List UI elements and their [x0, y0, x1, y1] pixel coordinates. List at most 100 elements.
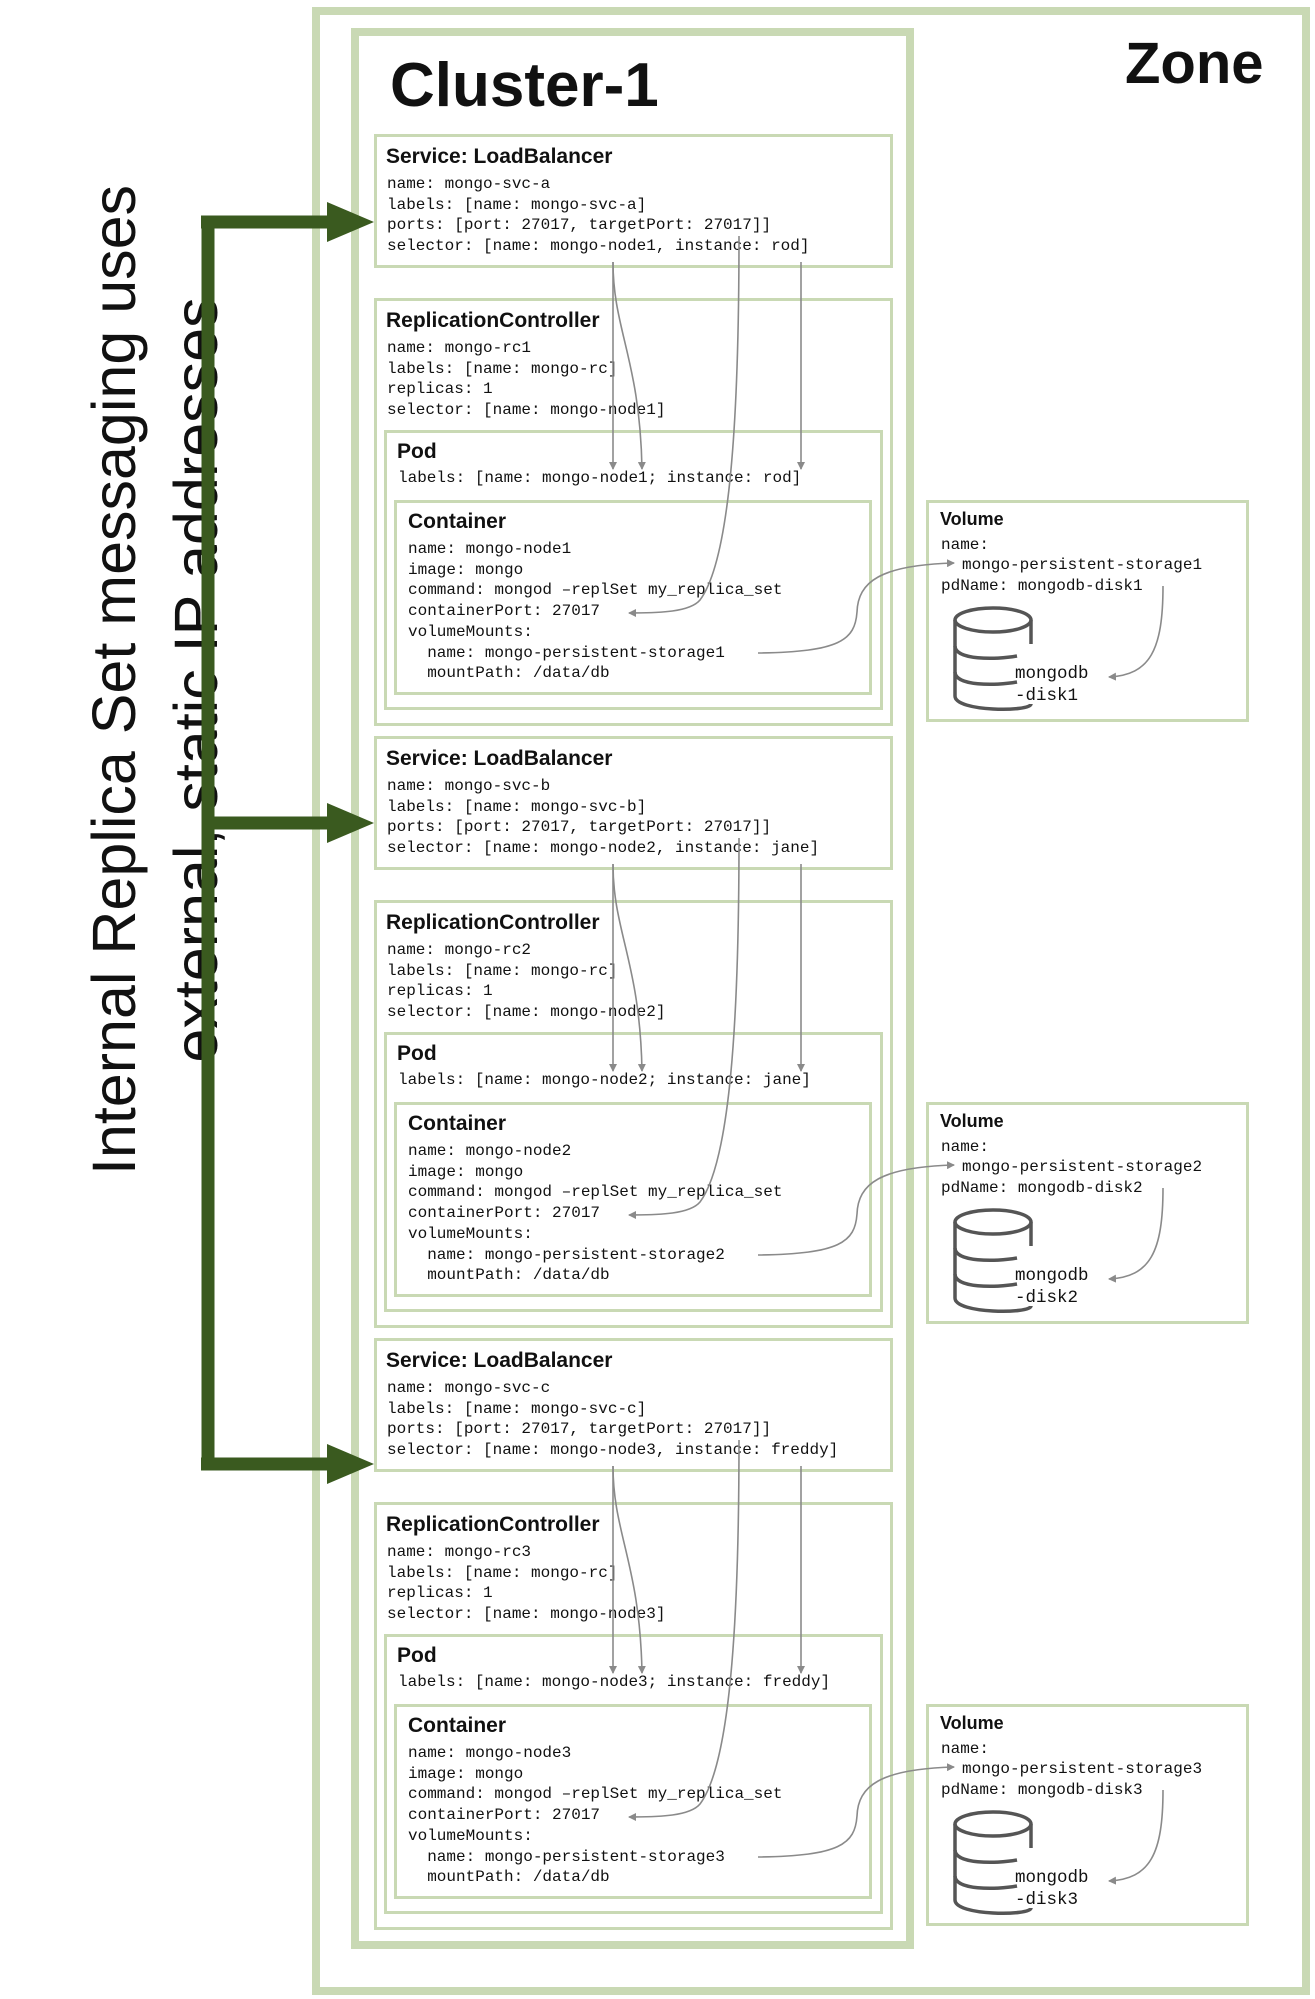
zone-frame: [312, 7, 1310, 1995]
container-name: name: mongo-node2: [408, 1142, 572, 1160]
arrow-to-service-b: [327, 803, 374, 843]
service-name: name: mongo-svc-b: [387, 777, 551, 795]
database-cylinder-icon: [953, 1208, 1033, 1313]
container-mount-path: mountPath: /data/db: [408, 1266, 610, 1285]
container-port: containerPort: 27017: [408, 602, 601, 621]
service-ports: ports: [port: 27017, targetPort: 27017]]: [387, 818, 772, 837]
service-selector: selector: [name: mongo-node3, instance: …: [387, 1441, 839, 1460]
pod-labels: labels: [name: mongo-node1; instance: ro…: [398, 469, 802, 487]
rc-title: ReplicationController: [386, 309, 600, 332]
disk-label: mongodb-disk3: [1015, 1867, 1089, 1911]
volume-name-key: name:: [941, 536, 990, 554]
container-title: Container: [408, 1112, 507, 1135]
container-mount-path: mountPath: /data/db: [408, 664, 610, 683]
container-details: name: mongo-node3 image: mongo command: mo…: [408, 1743, 782, 1888]
rc-name: name: mongo-rc1: [387, 339, 532, 357]
service-ports: ports: [port: 27017, targetPort: 27017]]: [387, 1420, 772, 1439]
pod-title: Pod: [397, 440, 437, 463]
pod-box-1: Pod labels: [name: mongo-node1; instance…: [384, 430, 883, 710]
arrow-to-service-a: [327, 202, 374, 242]
pod-labels: labels: [name: mongo-node3; instance: fr…: [398, 1673, 831, 1691]
container-command: command: mongod –replSet my_replica_set: [408, 1183, 783, 1202]
volume-title: Volume: [940, 509, 1004, 529]
volume-box-2: Volume name: mongo-persistent-storage2 p…: [926, 1102, 1249, 1324]
container-mount-path: mountPath: /data/db: [408, 1868, 610, 1887]
container-command: command: mongod –replSet my_replica_set: [408, 1785, 783, 1804]
rc-details: name: mongo-rc3 labels: [name: mongo-rc] r…: [387, 1542, 665, 1625]
service-box-a: Service: LoadBalancer name: mongo-svc-a l…: [374, 134, 893, 268]
service-name: name: mongo-svc-c: [387, 1379, 551, 1397]
volume-box-1: Volume name: mongo-persistent-storage1 p…: [926, 500, 1249, 722]
container-image: image: mongo: [408, 560, 524, 579]
service-name: name: mongo-svc-a: [387, 175, 551, 193]
container-image: image: mongo: [408, 1764, 524, 1783]
volume-box-3: Volume name: mongo-persistent-storage3 p…: [926, 1704, 1249, 1926]
volume-name-key: name:: [941, 1740, 990, 1758]
disk-label: mongodb-disk1: [1015, 663, 1089, 707]
volume-title: Volume: [940, 1111, 1004, 1131]
pod-box-3: Pod labels: [name: mongo-node3; instance…: [384, 1634, 883, 1914]
volume-pd-name: pdName: mongodb-disk3: [941, 1781, 1143, 1799]
service-details: name: mongo-svc-a labels: [name: mongo-sv…: [387, 174, 809, 257]
container-box-3: Container name: mongo-node3 image: mongo c…: [394, 1704, 872, 1899]
disk-label-line-2: -disk3: [1015, 1890, 1079, 1910]
disk-label-line-1: mongodb: [1015, 664, 1089, 684]
service-selector: selector: [name: mongo-node1, instance: …: [387, 237, 810, 256]
disk-label-line-1: mongodb: [1015, 1266, 1089, 1286]
rc-replicas: replicas: 1: [387, 1584, 493, 1603]
service-title: Service: LoadBalancer: [386, 747, 613, 770]
connectors-unit-3: [609, 1439, 1164, 1885]
service-details: name: mongo-svc-c labels: [name: mongo-sv…: [387, 1378, 838, 1461]
volume-name-value: mongo-persistent-storage2: [962, 1158, 1203, 1176]
container-name: name: mongo-node1: [408, 540, 572, 558]
disk-label: mongodb-disk2: [1015, 1265, 1089, 1309]
connectors-unit-2: [609, 837, 1164, 1283]
container-mount-name: name: mongo-persistent-storage1: [408, 643, 725, 662]
container-volume-mounts: volumeMounts:: [408, 1826, 533, 1845]
rc-replicas: replicas: 1: [387, 982, 493, 1001]
arrow-to-service-c: [327, 1444, 374, 1484]
pod-title: Pod: [397, 1644, 437, 1667]
disk-label-line-2: -disk2: [1015, 1288, 1079, 1308]
disk-label-line-1: mongodb: [1015, 1868, 1089, 1888]
disk-label-line-2: -disk1: [1015, 686, 1079, 706]
container-volume-mounts: volumeMounts:: [408, 1224, 533, 1243]
service-labels: labels: [name: mongo-svc-c]: [387, 1399, 647, 1418]
cluster-title: Cluster-1: [390, 51, 659, 120]
service-labels: labels: [name: mongo-svc-a]: [387, 195, 647, 214]
volume-pd-name: pdName: mongodb-disk2: [941, 1179, 1143, 1197]
container-volume-mounts: volumeMounts:: [408, 622, 533, 641]
replication-controller-box-3: ReplicationController name: mongo-rc3 lab…: [374, 1502, 893, 1930]
database-cylinder-icon: [953, 606, 1033, 711]
connectors-unit-1: [609, 235, 1164, 681]
rc-labels: labels: [name: mongo-rc]: [387, 1563, 618, 1582]
container-port: containerPort: 27017: [408, 1806, 601, 1825]
replica-set-bracket: [201, 215, 335, 1471]
container-title: Container: [408, 510, 507, 533]
volume-pd-name: pdName: mongodb-disk1: [941, 577, 1143, 595]
rc-name: name: mongo-rc3: [387, 1543, 532, 1561]
rc-replicas: replicas: 1: [387, 380, 493, 399]
container-name: name: mongo-node3: [408, 1744, 572, 1762]
container-mount-name: name: mongo-persistent-storage3: [408, 1847, 725, 1866]
container-title: Container: [408, 1714, 507, 1737]
rc-title: ReplicationController: [386, 1513, 600, 1536]
volume-name-value: mongo-persistent-storage1: [962, 556, 1203, 574]
service-selector: selector: [name: mongo-node2, instance: …: [387, 839, 820, 858]
container-command: command: mongod –replSet my_replica_set: [408, 581, 783, 600]
rc-labels: labels: [name: mongo-rc]: [387, 961, 618, 980]
zone-title: Zone: [1125, 31, 1264, 96]
service-title: Service: LoadBalancer: [386, 145, 613, 168]
volume-name-value: mongo-persistent-storage3: [962, 1760, 1203, 1778]
database-cylinder-icon: [953, 1810, 1033, 1915]
